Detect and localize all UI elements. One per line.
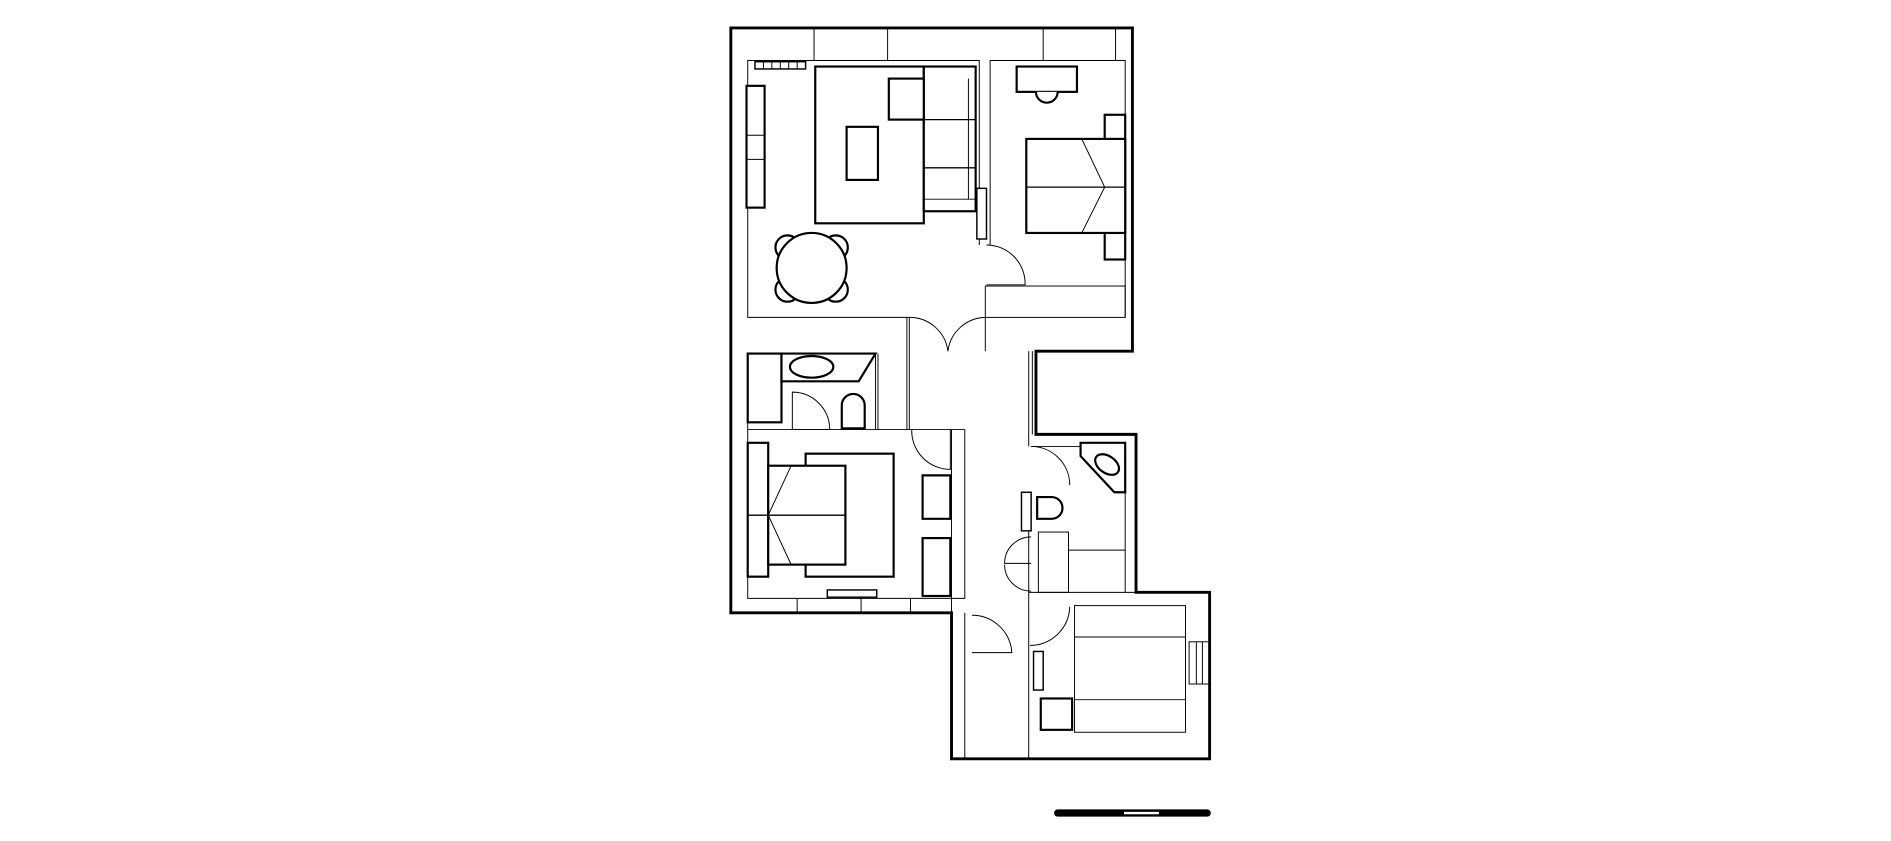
coffee-table [845, 125, 880, 181]
bedroom-1 [984, 60, 1127, 352]
dining-table [774, 231, 849, 305]
bottom-window [796, 598, 912, 613]
bathtub [746, 352, 783, 424]
radiator [976, 187, 988, 240]
bed [1074, 605, 1186, 733]
nightstands [746, 441, 770, 578]
door[interactable] [791, 391, 831, 431]
washing-machine [1037, 531, 1069, 593]
door[interactable] [911, 429, 951, 470]
bathroom-2 [1004, 441, 1127, 607]
sink [788, 354, 835, 379]
desk [1015, 65, 1079, 93]
door[interactable] [1031, 445, 1071, 486]
double-door[interactable] [906, 316, 1033, 447]
bedroom-2 [746, 429, 966, 613]
shelf [745, 84, 766, 209]
bedroom-3 [964, 591, 1211, 759]
radiator [826, 589, 878, 598]
living-room [745, 60, 1026, 318]
toilet [840, 392, 866, 430]
chair [1034, 91, 1059, 104]
closet-doors[interactable] [1004, 530, 1032, 607]
wardrobe [984, 285, 1126, 318]
cabinet [921, 536, 952, 598]
door[interactable] [986, 244, 1026, 286]
door[interactable] [972, 614, 1013, 654]
radiator [1020, 491, 1032, 532]
bed [1025, 137, 1127, 235]
sofa [887, 65, 977, 213]
window [1188, 641, 1211, 685]
dresser [921, 474, 952, 520]
scale-bar [1054, 809, 1211, 817]
top-windows [813, 27, 1117, 61]
radiator [1032, 650, 1044, 691]
bathroom-1 [746, 352, 965, 431]
toilet [1036, 495, 1064, 520]
door[interactable] [1029, 606, 1071, 646]
chair [1039, 697, 1074, 731]
